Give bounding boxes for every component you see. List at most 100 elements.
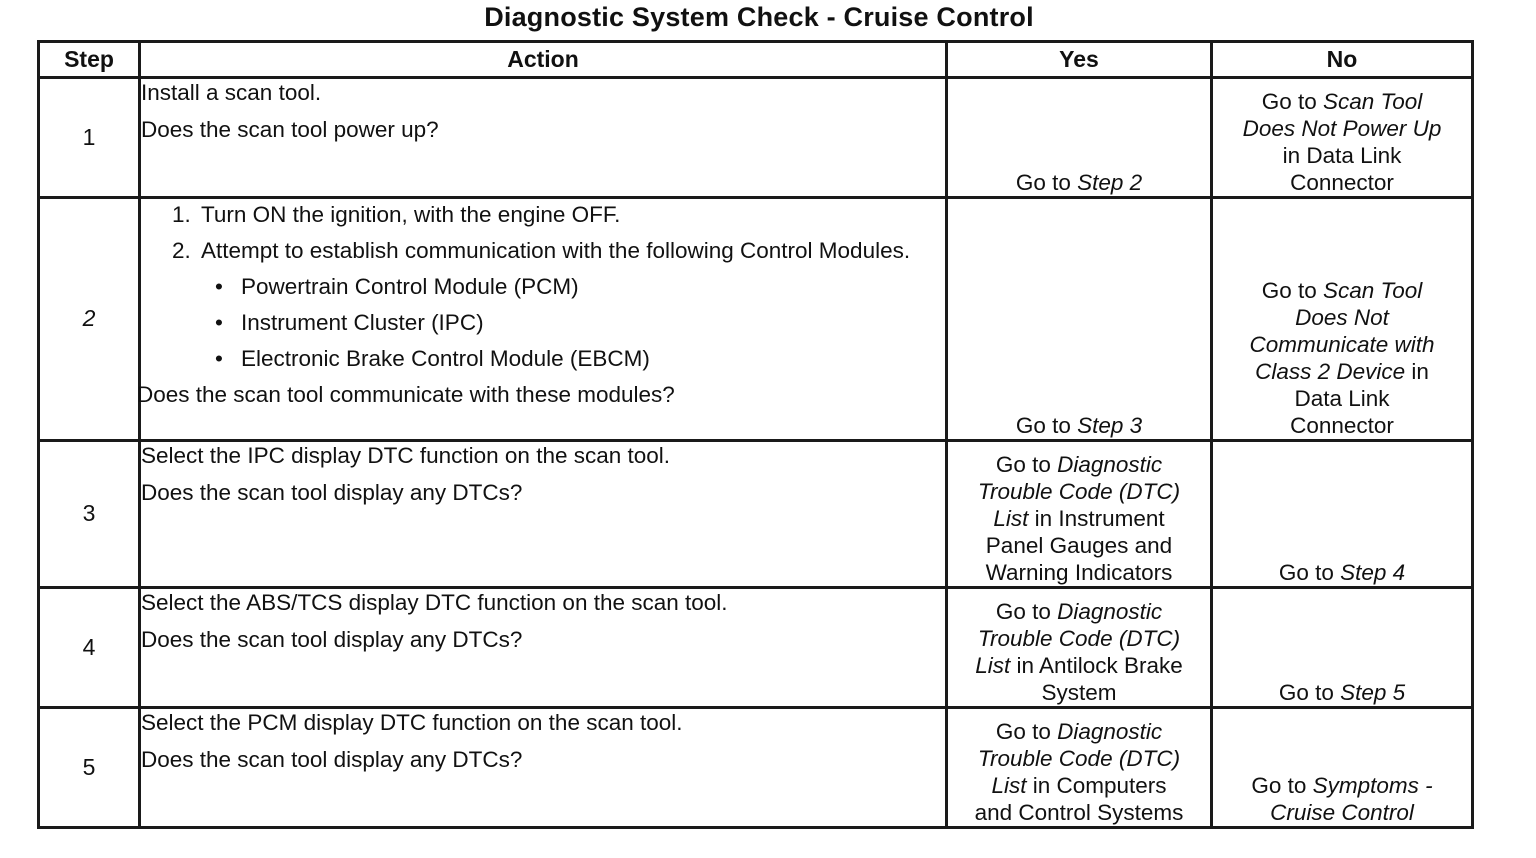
yes-cell: Go to Step 3 — [945, 196, 1213, 442]
step-number: 4 — [37, 586, 141, 709]
table-row: 3 Select the IPC display DTC function on… — [37, 439, 1474, 589]
header-step: Step — [37, 40, 141, 79]
action-question: Does the scan tool display any DTCs? — [141, 480, 523, 505]
header-yes: Yes — [945, 40, 1213, 79]
action-question: Does the scan tool power up? — [141, 117, 439, 142]
action-question: Does the scan tool communicate with thes… — [137, 382, 675, 407]
reference-link[interactable]: Class 2 Device — [1255, 359, 1406, 384]
reference-link[interactable]: Cruise Control — [1270, 800, 1414, 825]
yes-prefix: Go to — [1015, 170, 1078, 195]
no-cell: Go to Step 4 — [1210, 439, 1474, 589]
reference-link[interactable]: Scan Tool — [1323, 89, 1423, 114]
yes-prefix: Go to — [995, 452, 1058, 477]
no-prefix: Go to — [1278, 560, 1341, 585]
yes-result: Go to Diagnostic Trouble Code (DTC) List… — [948, 598, 1210, 706]
no-prefix: Go to — [1261, 278, 1324, 303]
step-link[interactable]: Step 2 — [1077, 170, 1143, 195]
no-result: Go to Scan Tool Does Not Power Up in Dat… — [1213, 88, 1471, 196]
reference-link[interactable]: List — [993, 506, 1029, 531]
page-title: Diagnostic System Check - Cruise Control — [484, 2, 1034, 32]
action-cell: Turn ON the ignition, with the engine OF… — [137, 196, 948, 442]
reference-link[interactable]: Does Not Power Up — [1242, 116, 1442, 141]
reference-link[interactable]: Trouble Code (DTC) — [977, 746, 1181, 771]
reference-suffix: in Computers — [1026, 773, 1167, 798]
diagnostic-table: Step Action Yes No 1 Install a scan tool… — [37, 40, 1474, 829]
reference-link[interactable]: Trouble Code (DTC) — [977, 626, 1181, 651]
yes-result: Go to Diagnostic Trouble Code (DTC) List… — [948, 718, 1210, 826]
reference-section: System — [1041, 680, 1117, 705]
no-prefix: Go to — [1278, 680, 1341, 705]
reference-suffix: in Instrument — [1028, 506, 1165, 531]
reference-link[interactable]: Communicate with — [1249, 332, 1435, 357]
yes-prefix: Go to — [1015, 413, 1078, 438]
action-cell: Select the PCM display DTC function on t… — [138, 706, 948, 829]
action-cell: Select the IPC display DTC function on t… — [138, 439, 948, 589]
reference-link[interactable]: List — [991, 773, 1027, 798]
table-row: 5 Select the PCM display DTC function on… — [37, 706, 1474, 829]
reference-section: and Control Systems — [974, 800, 1184, 825]
action-cell: Select the ABS/TCS display DTC function … — [138, 586, 948, 709]
no-prefix: Go to — [1261, 89, 1324, 114]
reference-section: Warning Indicators — [985, 560, 1173, 585]
reference-suffix: in Antilock Brake — [1010, 653, 1183, 678]
yes-cell: Go to Step 2 — [945, 76, 1213, 199]
substep-item: Turn ON the ignition, with the engine OF… — [197, 201, 945, 228]
reference-link[interactable]: Diagnostic — [1057, 599, 1163, 624]
action-text: Install a scan tool. — [141, 80, 322, 105]
module-item: Electronic Brake Control Module (EBCM) — [215, 345, 945, 372]
reference-link[interactable]: Does Not — [1295, 305, 1389, 330]
action-question: Does the scan tool display any DTCs? — [141, 627, 523, 652]
no-result: Go to Step 4 — [1213, 559, 1471, 586]
no-result: Go to Scan Tool Does Not Communicate wit… — [1213, 277, 1471, 439]
substep-list: Turn ON the ignition, with the engine OF… — [141, 201, 945, 372]
reference-link[interactable]: Diagnostic — [1057, 719, 1163, 744]
yes-cell: Go to Diagnostic Trouble Code (DTC) List… — [945, 439, 1213, 589]
yes-result: Go to Diagnostic Trouble Code (DTC) List… — [948, 451, 1210, 586]
action-text: Select the PCM display DTC function on t… — [141, 710, 683, 735]
reference-section: in Data Link — [1282, 143, 1402, 168]
substep-text: Attempt to establish communication with … — [201, 238, 911, 263]
action-cell: Install a scan tool. Does the scan tool … — [138, 76, 948, 199]
header-row: Step Action Yes No — [37, 40, 1474, 79]
action-question: Does the scan tool display any DTCs? — [141, 747, 523, 772]
table-row: 2 Turn ON the ignition, with the engine … — [37, 196, 1474, 442]
reference-link[interactable]: Symptoms - — [1312, 773, 1433, 798]
reference-section: Data Link — [1294, 386, 1390, 411]
no-cell: Go to Symptoms - Cruise Control — [1210, 706, 1474, 829]
yes-prefix: Go to — [995, 719, 1058, 744]
step-number: 2 — [37, 196, 141, 442]
yes-cell: Go to Diagnostic Trouble Code (DTC) List… — [945, 706, 1213, 829]
yes-result: Go to Step 3 — [948, 412, 1210, 439]
table-row: 4 Select the ABS/TCS display DTC functio… — [37, 586, 1474, 709]
action-text: Select the IPC display DTC function on t… — [141, 443, 671, 468]
no-result: Go to Symptoms - Cruise Control — [1213, 772, 1471, 826]
reference-section: Connector — [1290, 170, 1394, 195]
reference-suffix: in — [1405, 359, 1429, 384]
no-cell: Go to Scan Tool Does Not Communicate wit… — [1210, 196, 1474, 442]
no-prefix: Go to — [1251, 773, 1313, 798]
header-action: Action — [138, 40, 948, 79]
no-cell: Go to Step 5 — [1210, 586, 1474, 709]
step-number: 1 — [37, 76, 141, 199]
table-row: 1 Install a scan tool. Does the scan too… — [37, 76, 1474, 199]
reference-link[interactable]: Scan Tool — [1323, 278, 1423, 303]
substep-item: Attempt to establish communication with … — [197, 237, 945, 372]
reference-link[interactable]: List — [975, 653, 1011, 678]
step-number: 5 — [37, 706, 141, 829]
reference-link[interactable]: Diagnostic — [1057, 452, 1163, 477]
step-link[interactable]: Step 3 — [1077, 413, 1143, 438]
action-text: Select the ABS/TCS display DTC function … — [141, 590, 728, 615]
reference-link[interactable]: Trouble Code (DTC) — [977, 479, 1181, 504]
yes-result: Go to Step 2 — [948, 169, 1210, 196]
header-no: No — [1210, 40, 1474, 79]
module-item: Instrument Cluster (IPC) — [215, 309, 945, 336]
step-number: 3 — [37, 439, 141, 589]
no-result: Go to Step 5 — [1213, 679, 1471, 706]
step-link[interactable]: Step 4 — [1340, 560, 1406, 585]
module-item: Powertrain Control Module (PCM) — [215, 273, 945, 300]
yes-prefix: Go to — [995, 599, 1058, 624]
step-link[interactable]: Step 5 — [1340, 680, 1406, 705]
no-cell: Go to Scan Tool Does Not Power Up in Dat… — [1210, 76, 1474, 199]
reference-section: Panel Gauges and — [985, 533, 1173, 558]
yes-cell: Go to Diagnostic Trouble Code (DTC) List… — [945, 586, 1213, 709]
